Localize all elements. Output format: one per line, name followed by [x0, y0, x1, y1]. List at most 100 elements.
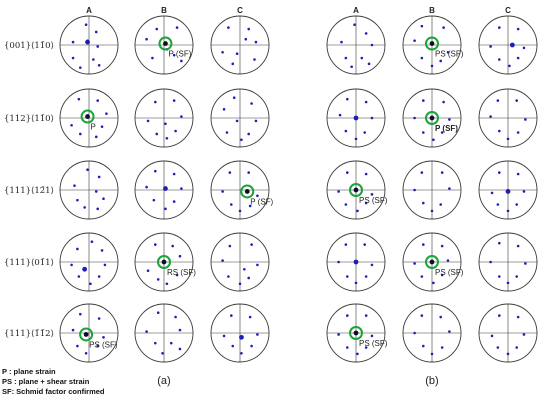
pole-point: [524, 118, 527, 121]
pole-figure: [478, 15, 538, 75]
pole-figure: [134, 160, 194, 220]
pole-point: [420, 171, 424, 174]
pole-point-major: [353, 115, 359, 121]
pole-figure: [478, 88, 538, 148]
pole-figure: [59, 232, 119, 292]
pole-point: [146, 269, 150, 273]
pole-point: [490, 191, 494, 195]
legend-line-2: PS : plane + shear strain: [2, 377, 90, 386]
pole-point: [77, 97, 81, 101]
pole-point: [344, 203, 348, 206]
pole-point: [152, 198, 156, 202]
pole-point: [222, 108, 226, 111]
pole-point: [254, 40, 258, 44]
pole-point: [489, 45, 492, 48]
pole-point: [244, 37, 248, 41]
orientation-annotation: P (SF): [168, 50, 191, 59]
pole-point: [230, 314, 233, 317]
pole-point: [228, 171, 232, 174]
pole-point: [522, 46, 526, 50]
pole-point: [430, 352, 434, 356]
pole-point: [440, 131, 444, 134]
pole-figure: [134, 88, 194, 148]
pole-figure: PS (SF): [326, 160, 388, 220]
pole-figure: [210, 15, 270, 75]
pole-point: [154, 341, 157, 345]
pole-point: [363, 131, 367, 134]
pole-point: [446, 50, 450, 54]
pole-point: [83, 206, 86, 209]
pole-point: [522, 333, 526, 336]
pole-figure: PS (SF): [326, 303, 388, 363]
pole-point: [86, 168, 89, 171]
pole-point: [370, 116, 374, 120]
pole-point: [156, 311, 160, 315]
orientation-ring: [157, 255, 171, 269]
pole-figure: [210, 303, 270, 363]
legend-line-3: SF: Schmid factor confirmed: [2, 387, 105, 396]
pole-point: [356, 209, 359, 213]
pole-point: [346, 346, 349, 349]
pole-point: [256, 194, 259, 198]
column-header-b: B: [161, 6, 167, 15]
orientation-annotation: PS (SF): [89, 340, 118, 349]
pole-point: [496, 346, 500, 349]
pole-point: [515, 99, 518, 102]
pole-figure: P (SF): [210, 160, 274, 220]
pole-point: [227, 275, 230, 278]
pole-point: [364, 275, 368, 278]
pole-point: [498, 171, 501, 174]
pole-figure: [402, 303, 462, 363]
pole-point: [448, 330, 451, 333]
pole-point: [256, 263, 259, 267]
pole-point: [370, 193, 374, 196]
row-label: {111}⟨01̄1⟩: [4, 258, 54, 268]
pole-point: [250, 102, 253, 105]
pole-point: [100, 125, 104, 128]
orientation-annotation: P: [91, 123, 96, 132]
pole-point: [370, 334, 374, 338]
orientation-ring: [425, 255, 439, 269]
orientation-annotation: PS (SF): [359, 196, 388, 205]
pole-point: [79, 132, 82, 136]
pole-point: [254, 119, 258, 123]
pole-point: [522, 190, 526, 193]
pole-point: [413, 39, 416, 42]
orientation-ring: [349, 326, 363, 340]
pole-point: [79, 66, 82, 69]
orientation-ring: [79, 327, 94, 342]
pole-point: [164, 122, 167, 126]
orientation-annotation: RS (SF): [167, 268, 196, 277]
pole-point: [97, 64, 101, 67]
pole-point: [496, 99, 500, 102]
pole-point: [364, 314, 368, 317]
pole-point: [172, 200, 176, 203]
pole-point: [346, 275, 349, 278]
orientation-center: [161, 259, 167, 265]
pole-point: [442, 26, 445, 29]
pole-point: [172, 53, 176, 57]
pole-point: [515, 346, 518, 349]
pole-figure: PS (SF): [402, 232, 464, 292]
orientation-ring: [349, 183, 363, 197]
pole-point: [71, 56, 75, 60]
pole-point: [180, 115, 183, 118]
pole-point: [84, 23, 88, 27]
pole-point: [180, 187, 183, 190]
pole-point: [364, 201, 368, 205]
pole-point: [165, 137, 169, 140]
pole-figure: [326, 232, 386, 292]
pole-point: [498, 241, 501, 245]
pole-figure: [210, 88, 270, 148]
pole-point: [247, 132, 250, 136]
pole-point: [498, 129, 501, 133]
pole-point: [247, 171, 250, 174]
pole-point: [420, 314, 424, 317]
orientation-annotation: PS (SF): [435, 50, 464, 59]
pole-point: [90, 240, 94, 243]
pole-point-major: [82, 266, 88, 272]
pole-figure: [59, 15, 119, 75]
orientation-ring: [158, 36, 173, 51]
